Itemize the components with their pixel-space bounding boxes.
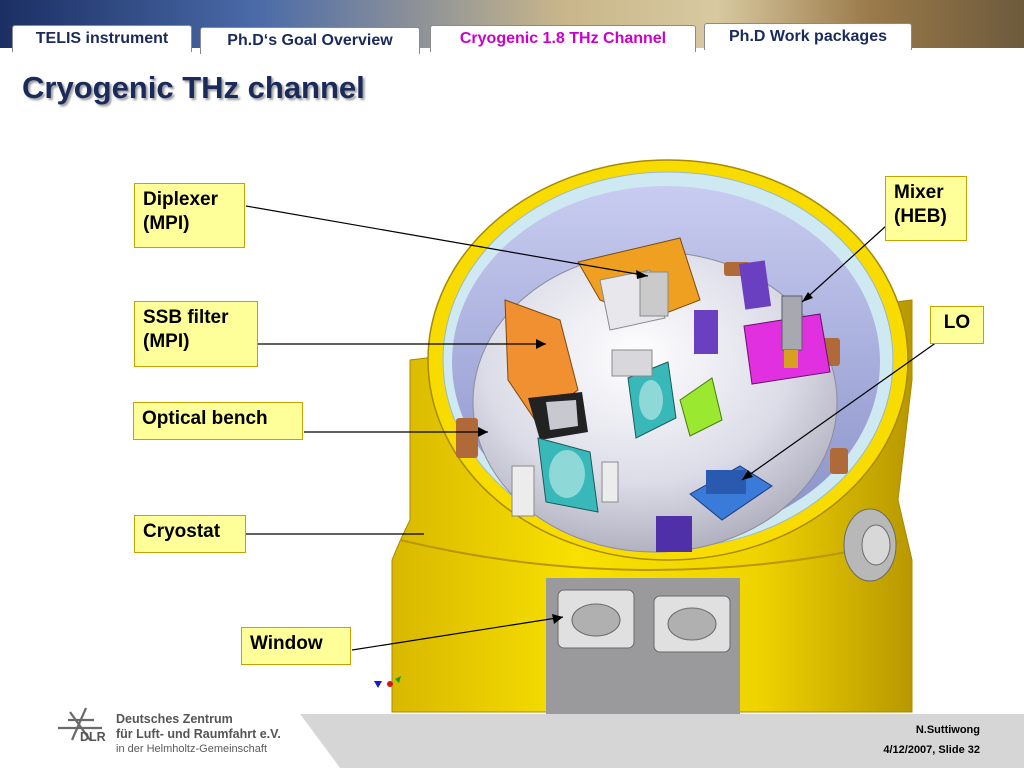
dlr-abbr: DLR xyxy=(80,730,106,744)
dlr-line3: in der Helmholtz-Gemeinschaft xyxy=(116,743,268,755)
callout-diplexer-line1: Diplexer xyxy=(143,189,218,210)
callout-optical-bench: Optical bench xyxy=(133,402,303,440)
callout-window-line1: Window xyxy=(250,633,323,654)
callout-mixer-line2: (HEB) xyxy=(894,206,947,227)
dlr-emblem-icon xyxy=(58,707,102,741)
tab-cryogenic-channel[interactable]: Cryogenic 1.8 THz Channel xyxy=(430,25,696,52)
callout-cryostat-line1: Cryostat xyxy=(143,521,221,542)
callout-diplexer: Diplexer (MPI) xyxy=(134,183,245,248)
tab-phd-goal-overview[interactable]: Ph.D‘s Goal Overview xyxy=(200,27,420,54)
green-mount xyxy=(679,377,723,437)
footer-slide-info: 4/12/2007, Slide 32 xyxy=(883,744,980,756)
callout-ssb-line1: SSB filter xyxy=(143,307,229,328)
callout-ssb-filter: SSB filter (MPI) xyxy=(134,301,258,367)
cryostat-illustration xyxy=(245,159,938,714)
tab-telis-instrument[interactable]: TELIS instrument xyxy=(12,25,192,52)
tab-phd-work-packages[interactable]: Ph.D Work packages xyxy=(704,23,912,50)
dlr-line2: für Luft- und Raumfahrt e.V. xyxy=(116,727,281,741)
footer-author: N.Suttiwong xyxy=(915,724,980,736)
callout-window: Window xyxy=(241,627,351,665)
callout-lo: LO xyxy=(930,306,984,344)
callout-mixer: Mixer (HEB) xyxy=(885,176,967,241)
callout-lo-line1: LO xyxy=(943,312,971,333)
slide-title: Cryogenic THz channel xyxy=(22,70,365,105)
callout-diplexer-line2: (MPI) xyxy=(143,213,190,234)
callout-bench-line1: Optical bench xyxy=(142,408,268,429)
dlr-line1: Deutsches Zentrum xyxy=(116,712,233,726)
callout-mixer-line1: Mixer xyxy=(894,182,944,203)
callout-ssb-line2: (MPI) xyxy=(143,331,190,352)
callout-cryostat: Cryostat xyxy=(134,515,246,553)
